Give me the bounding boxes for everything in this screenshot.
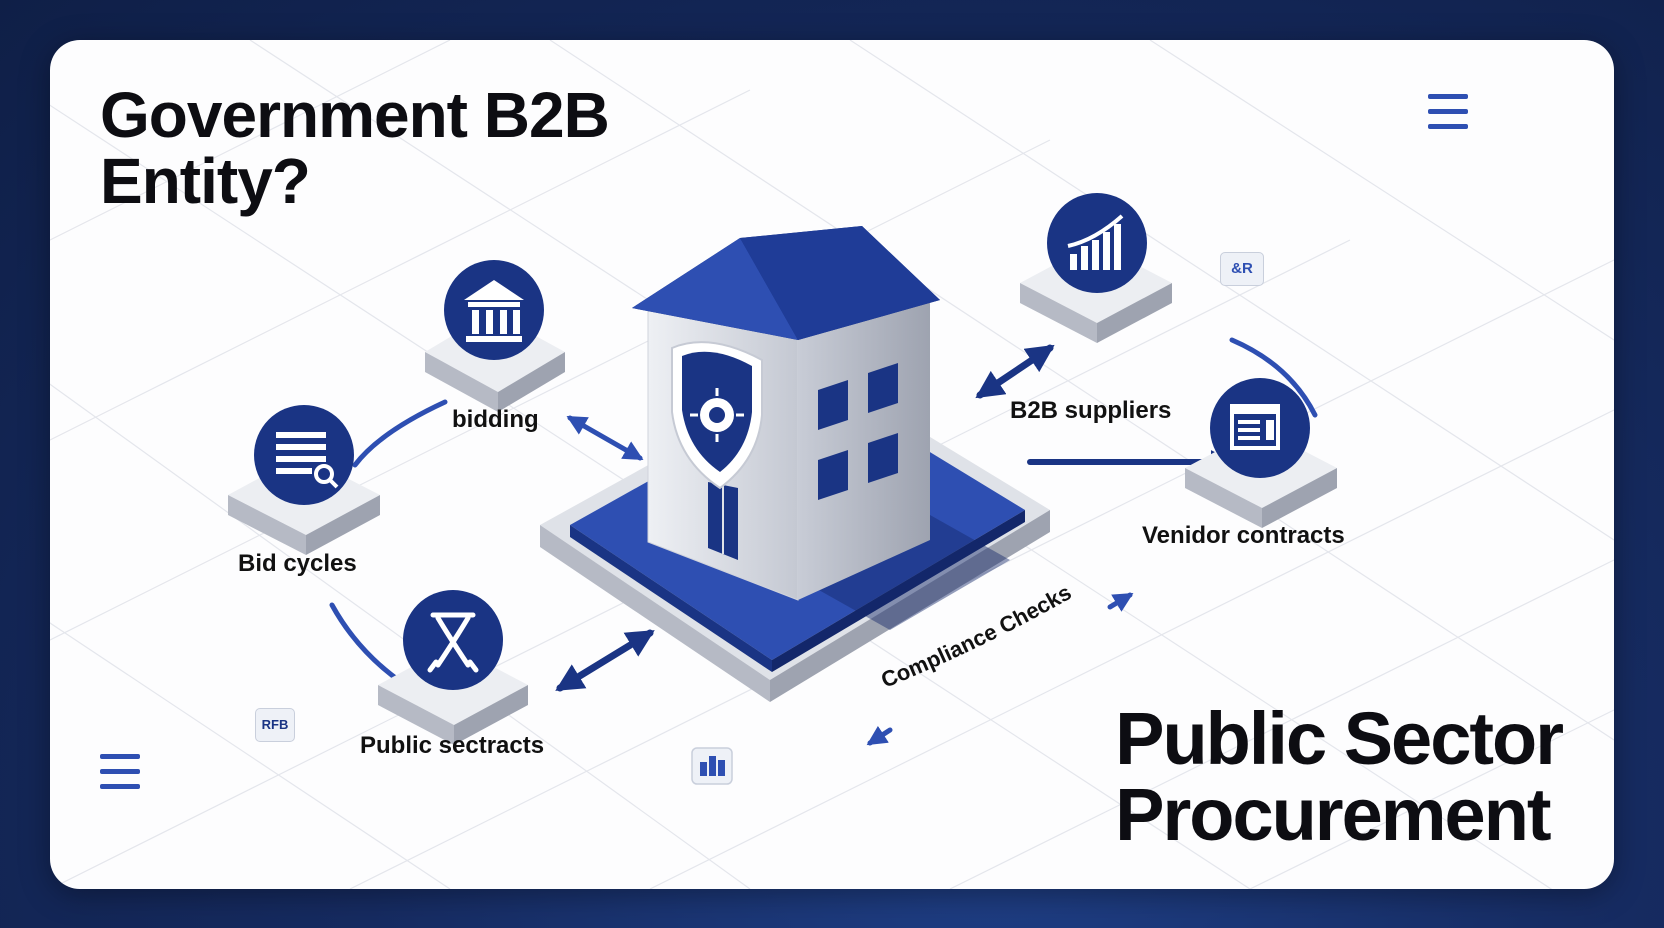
main-card: Compliance Checks &R RFB Government B2B … xyxy=(50,40,1614,889)
growth-chart-icon xyxy=(1067,214,1124,270)
title-line-2: Entity? xyxy=(100,145,311,217)
node-bidding xyxy=(425,260,565,412)
arrow-public-hub xyxy=(555,629,655,692)
curve-bidding-bid-cycles xyxy=(352,399,448,468)
arrow-compliance-end xyxy=(1107,592,1134,612)
shield-emblem-icon xyxy=(671,341,763,490)
small-chart-badge xyxy=(691,747,733,785)
hamburger-menu-icon-bottom[interactable] xyxy=(100,754,140,790)
title-line-1: Government B2B xyxy=(100,79,610,151)
badge-rfb: RFB xyxy=(255,708,295,742)
curve-suppliers-contracts xyxy=(1229,337,1318,418)
connector-arrows xyxy=(555,344,1235,746)
document-search-icon xyxy=(276,432,339,489)
page-title: Government B2B Entity? xyxy=(100,79,610,217)
bank-building-icon xyxy=(464,280,524,342)
building-windows xyxy=(818,363,898,500)
procurement-diagram: Compliance Checks xyxy=(50,40,1614,889)
label-b2b-suppliers: B2B suppliers xyxy=(1010,397,1172,424)
ribbon-award-icon xyxy=(427,612,479,673)
node-public-sectracts xyxy=(378,590,528,745)
label-bidding: bidding xyxy=(452,406,539,433)
node-bid-cycles xyxy=(228,405,380,555)
node-vendor-contracts xyxy=(1185,378,1337,528)
badge-top-right: &R xyxy=(1220,252,1264,286)
page-subtitle: Public Sector Procurement xyxy=(1115,697,1564,856)
subtitle-line-1: Public Sector xyxy=(1115,697,1564,780)
hamburger-menu-icon-top[interactable] xyxy=(1428,94,1468,130)
node-b2b-suppliers xyxy=(1020,193,1172,343)
background-grid xyxy=(50,40,1614,889)
arrow-bidding-hub xyxy=(566,415,644,461)
label-public-sectracts: Public sectracts xyxy=(360,732,545,759)
contract-document-icon xyxy=(1230,404,1280,450)
arrow-hub-suppliers xyxy=(975,344,1055,399)
label-vendor-contracts: Venidor contracts xyxy=(1142,522,1345,549)
label-bid-cycles: Bid cycles xyxy=(238,550,357,577)
arrow-compliance-start xyxy=(866,725,893,746)
subtitle-line-2: Procurement xyxy=(1115,773,1551,856)
